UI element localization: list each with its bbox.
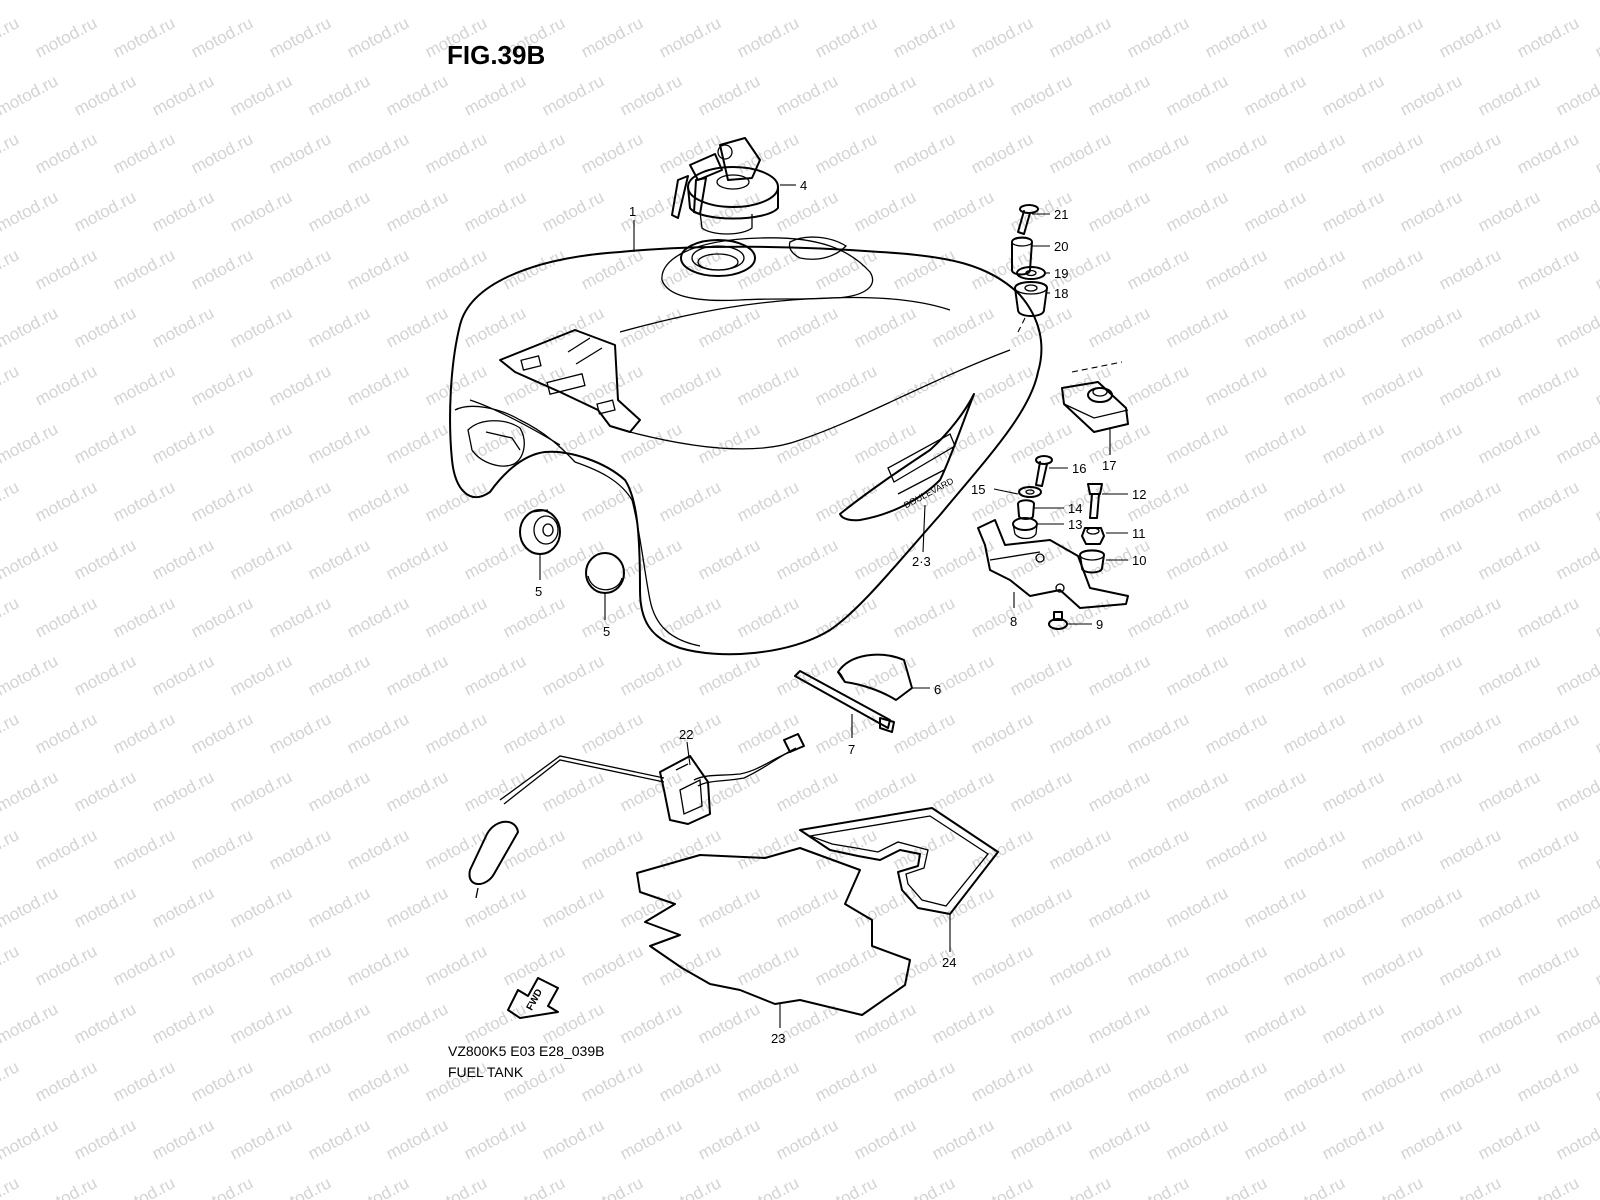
callout-6: 6 [934, 682, 941, 697]
nut-11 [1081, 527, 1105, 545]
insulator-24 [799, 807, 999, 915]
callout-18: 18 [1054, 286, 1068, 301]
callout-19: 19 [1054, 266, 1068, 281]
fwd-text: FWD [525, 987, 545, 1012]
callout-5b: 5 [603, 624, 610, 639]
fuel-level-gauge-22 [468, 733, 805, 899]
callout-13: 13 [1068, 517, 1082, 532]
callout-20: 20 [1054, 239, 1068, 254]
bolt-9 [1048, 611, 1068, 630]
callout-1: 1 [629, 204, 636, 219]
model-code: VZ800K5 E03 E28_039B [448, 1043, 605, 1059]
callout-15: 15 [971, 482, 985, 497]
washer-15 [1018, 486, 1042, 498]
callout-10: 10 [1132, 553, 1146, 568]
bolt-12 [1087, 483, 1103, 519]
figure-title: FIG.39B [447, 40, 546, 70]
cushion-17 [1061, 381, 1129, 433]
callout-21: 21 [1054, 207, 1068, 222]
callout-9: 9 [1096, 617, 1103, 632]
callout-labels: 1 2·3 4 5 5 6 7 8 9 10 11 12 13 14 15 16… [535, 178, 1146, 1046]
leader-lines [539, 184, 1128, 1028]
callout-5a: 5 [535, 584, 542, 599]
callout-14: 14 [1068, 501, 1082, 516]
cushion-5-cap [585, 552, 625, 594]
callout-22: 22 [679, 727, 693, 742]
insulator-23 [636, 847, 911, 1016]
bolt-21 [1017, 204, 1039, 235]
washer-19 [1016, 266, 1046, 280]
figure-name: FUEL TANK [448, 1064, 524, 1080]
fwd-arrow-icon: FWD [507, 977, 559, 1019]
callout-7: 7 [848, 742, 855, 757]
cushion-5-ring [519, 509, 561, 555]
callout-17: 17 [1102, 458, 1116, 473]
protector-6 [837, 653, 913, 701]
cushion-18 [1014, 281, 1048, 317]
collar-14 [1017, 499, 1035, 520]
callout-24: 24 [942, 955, 956, 970]
callout-8: 8 [1010, 614, 1017, 629]
clamp-tie-7 [794, 670, 895, 733]
fuel-cap-with-key [671, 137, 779, 235]
callout-23: 23 [771, 1031, 785, 1046]
callout-16: 16 [1072, 461, 1086, 476]
callout-11: 11 [1132, 526, 1146, 541]
bolt-16 [1035, 455, 1053, 487]
bracket-8 [977, 519, 1129, 609]
callout-2-3: 2·3 [912, 554, 931, 569]
grommet-10 [1079, 549, 1105, 574]
callout-12: 12 [1132, 487, 1146, 502]
callout-4: 4 [800, 178, 807, 193]
cushion-13 [1012, 517, 1038, 540]
tank-side-emblem: BOULEVARD [839, 393, 975, 522]
